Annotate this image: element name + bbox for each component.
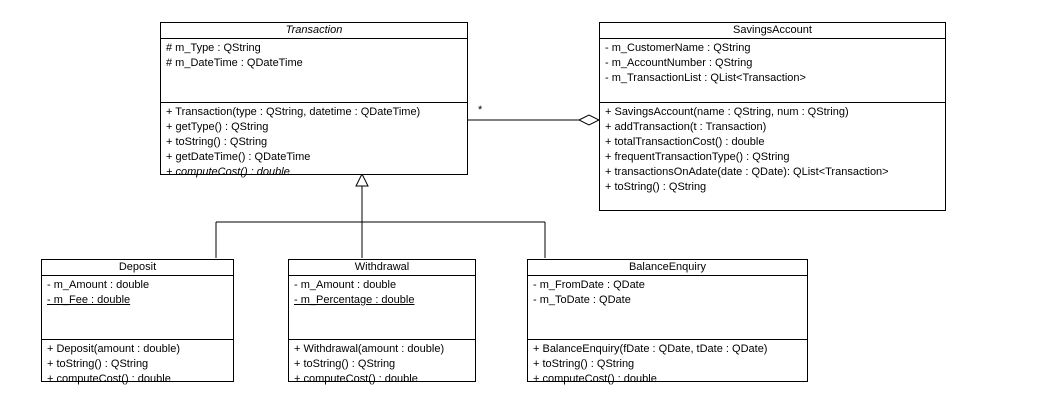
operation: + Transaction(type : QString, datetime :… [166, 106, 421, 118]
attributes-section: - m_Amount : double - m_Percentage : doub… [289, 276, 475, 340]
attributes-section: # m_Type : QString # m_DateTime : QDateTi… [161, 39, 467, 103]
class-name: Deposit [42, 260, 233, 276]
operation: + frequentTransactionType() : QString [605, 151, 790, 163]
class-name: SavingsAccount [600, 23, 945, 39]
operation: + totalTransactionCost() : double [605, 136, 765, 148]
attribute: - m_FromDate : QDate [533, 279, 645, 291]
class-name: Transaction [161, 23, 467, 39]
attribute: - m_AccountNumber : QString [605, 57, 753, 69]
attribute: # m_DateTime : QDateTime [166, 57, 303, 69]
operation: + toString() : QString [47, 358, 149, 370]
operation: + SavingsAccount(name : QString, num : Q… [605, 106, 849, 118]
operation: + Deposit(amount : double) [47, 343, 180, 355]
operations-section: + BalanceEnquiry(fDate : QDate, tDate : … [528, 340, 807, 391]
operation: + computeCost() : double [166, 166, 290, 178]
operation: + toString() : QString [166, 136, 268, 148]
generalization-arrowhead [355, 172, 369, 187]
operation: + Withdrawal(amount : double) [294, 343, 445, 355]
attribute: - m_Percentage : double [294, 294, 415, 306]
association-multiplicity: * [478, 104, 483, 116]
attributes-section: - m_FromDate : QDate - m_ToDate : QDate [528, 276, 807, 340]
attribute: - m_Amount : double [47, 279, 150, 291]
attribute: - m_CustomerName : QString [605, 42, 751, 54]
aggregation-diamond [577, 114, 601, 126]
class-deposit[interactable]: Deposit - m_Amount : double - m_Fee : dou… [41, 259, 234, 385]
operation: + computeCost() : double [47, 373, 171, 385]
operation: + BalanceEnquiry(fDate : QDate, tDate : … [533, 343, 768, 355]
operation: + computeCost() : double [294, 373, 418, 385]
class-transaction[interactable]: Transaction # m_Type : QString # m_DateTi… [160, 22, 468, 178]
operation: + toString() : QString [605, 181, 707, 193]
class-name: BalanceEnquiry [528, 260, 807, 276]
operations-section: + Deposit(amount : double) + toString() :… [42, 340, 233, 391]
operation: + getDateTime() : QDateTime [166, 151, 311, 163]
operations-section: + Transaction(type : QString, datetime :… [161, 103, 467, 184]
class-name: Withdrawal [289, 260, 475, 276]
operation: + getType() : QString [166, 121, 269, 133]
attributes-section: - m_Amount : double - m_Fee : double [42, 276, 233, 340]
class-withdrawal[interactable]: Withdrawal - m_Amount : double - m_Percen… [288, 259, 476, 385]
attribute: # m_Type : QString [166, 42, 261, 54]
attribute: - m_Fee : double [47, 294, 131, 306]
operation: + toString() : QString [294, 358, 396, 370]
operation: + addTransaction(t : Transaction) [605, 121, 767, 133]
operations-section: + SavingsAccount(name : QString, num : Q… [600, 103, 945, 199]
attribute: - m_Amount : double [294, 279, 397, 291]
attribute: - m_ToDate : QDate [533, 294, 631, 306]
operation: + toString() : QString [533, 358, 635, 370]
class-savings-account[interactable]: SavingsAccount - m_CustomerName : QStrin… [599, 22, 946, 211]
operation: + computeCost() : double [533, 373, 657, 385]
operations-section: + Withdrawal(amount : double) + toString(… [289, 340, 475, 391]
attribute: - m_TransactionList : QList<Transaction> [605, 72, 806, 84]
attributes-section: - m_CustomerName : QString - m_AccountNum… [600, 39, 945, 103]
operation: + transactionsOnAdate(date : QDate): QLi… [605, 166, 889, 178]
class-balance-enquiry[interactable]: BalanceEnquiry - m_FromDate : QDate - m_T… [527, 259, 808, 385]
